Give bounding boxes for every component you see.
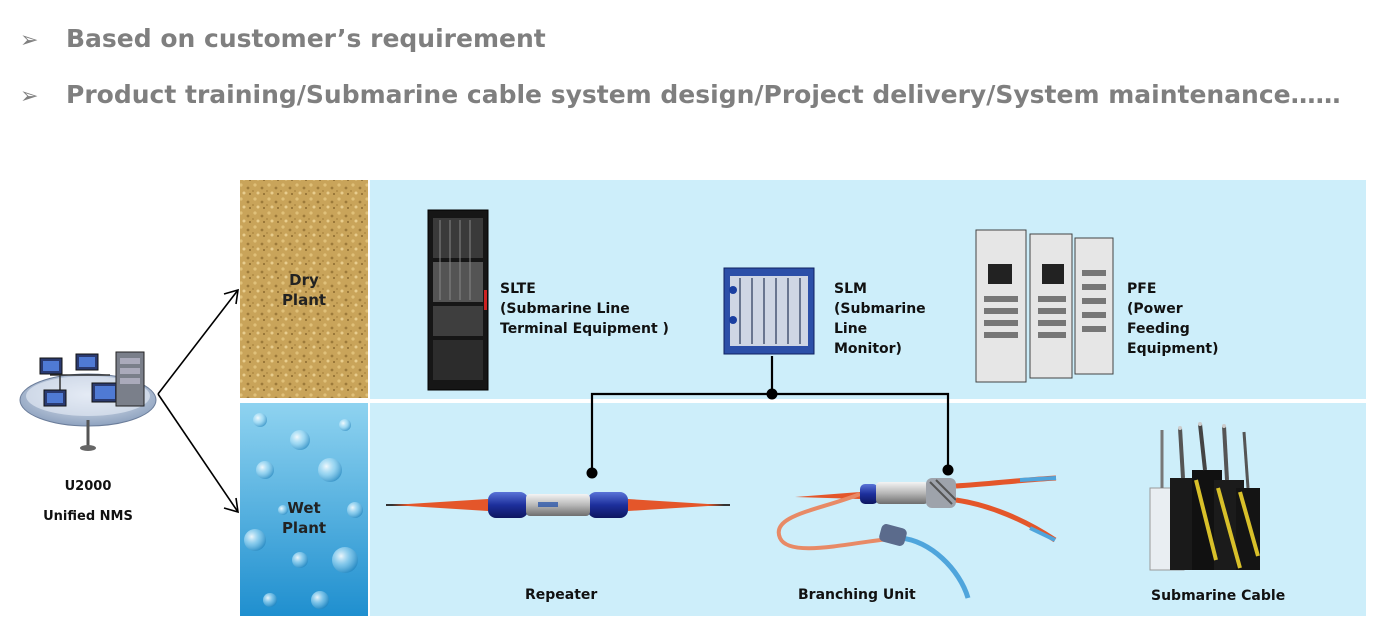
pfe-label: PFE (Power Feeding Equipment): [1127, 281, 1219, 357]
dry-plant-label: Dry Plant: [281, 271, 327, 309]
sand-texture: [240, 180, 368, 398]
nms-to-plant-arrows: [157, 288, 239, 514]
bullet-services: ➢ Product training/Submarine cable system…: [20, 80, 1341, 109]
network-computers-icon: [19, 351, 157, 451]
submarine-cable-label: Submarine Cable: [1151, 588, 1286, 604]
water-texture: [240, 403, 368, 616]
bullet-text: Based on customer’s requirement: [66, 24, 546, 53]
wet-plant-label: Wet Plant: [281, 499, 327, 537]
branching-unit-icon: [776, 475, 1057, 599]
bullet-arrow-icon: ➢: [20, 28, 39, 53]
slm-label: SLM (Submarine Line Monitor): [834, 281, 926, 357]
repeater-label: Repeater: [525, 587, 598, 603]
slte-label: SLTE (Submarine Line Terminal Equipment …: [500, 281, 669, 337]
slte-rack-icon: [427, 209, 489, 391]
bullet-text: Product training/Submarine cable system …: [66, 80, 1341, 109]
nms-label: U2000 Unified NMS: [43, 479, 133, 524]
bullet-customer-requirement: ➢ Based on customer’s requirement: [20, 24, 546, 53]
slm-chassis-icon: [723, 267, 815, 355]
submarine-cable-icon: [1149, 422, 1260, 571]
dry-plant-panel: [370, 180, 1366, 399]
branching-unit-label: Branching Unit: [798, 587, 916, 603]
slm-monitoring-lines: [590, 356, 950, 472]
bullet-arrow-icon: ➢: [20, 84, 39, 109]
repeater-icon: [386, 492, 730, 518]
pfe-cabinet-icon: [975, 229, 1114, 383]
